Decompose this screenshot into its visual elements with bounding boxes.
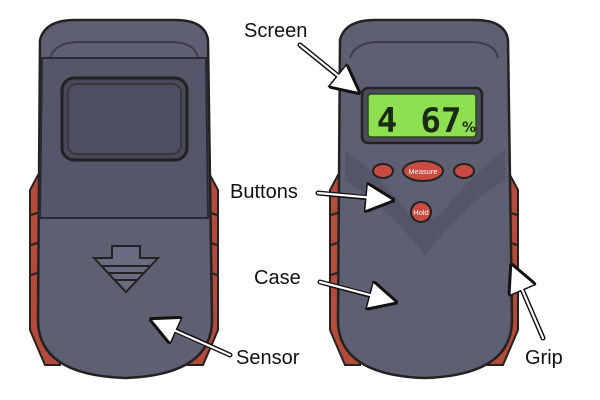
right-small-button (453, 163, 475, 179)
lcd-screen (367, 93, 477, 138)
lcd-left-digit: 4 (377, 101, 397, 141)
lcd-unit: % (462, 120, 476, 136)
screen-label: Screen (244, 20, 308, 42)
hold-button-label: Hold (413, 208, 428, 217)
down-arrow-icon (91, 245, 161, 294)
lcd-reading: 67 (421, 101, 462, 141)
measure-button (402, 160, 444, 182)
case-label: Case (254, 267, 301, 289)
buttons-label: Buttons (230, 181, 298, 203)
measure-button-label: Measure (408, 167, 437, 176)
grip-label: Grip (525, 347, 563, 369)
sensor-label: Sensor (236, 347, 300, 369)
left-small-button (372, 163, 394, 179)
device-back-view (29, 18, 219, 380)
hold-button (410, 201, 432, 223)
